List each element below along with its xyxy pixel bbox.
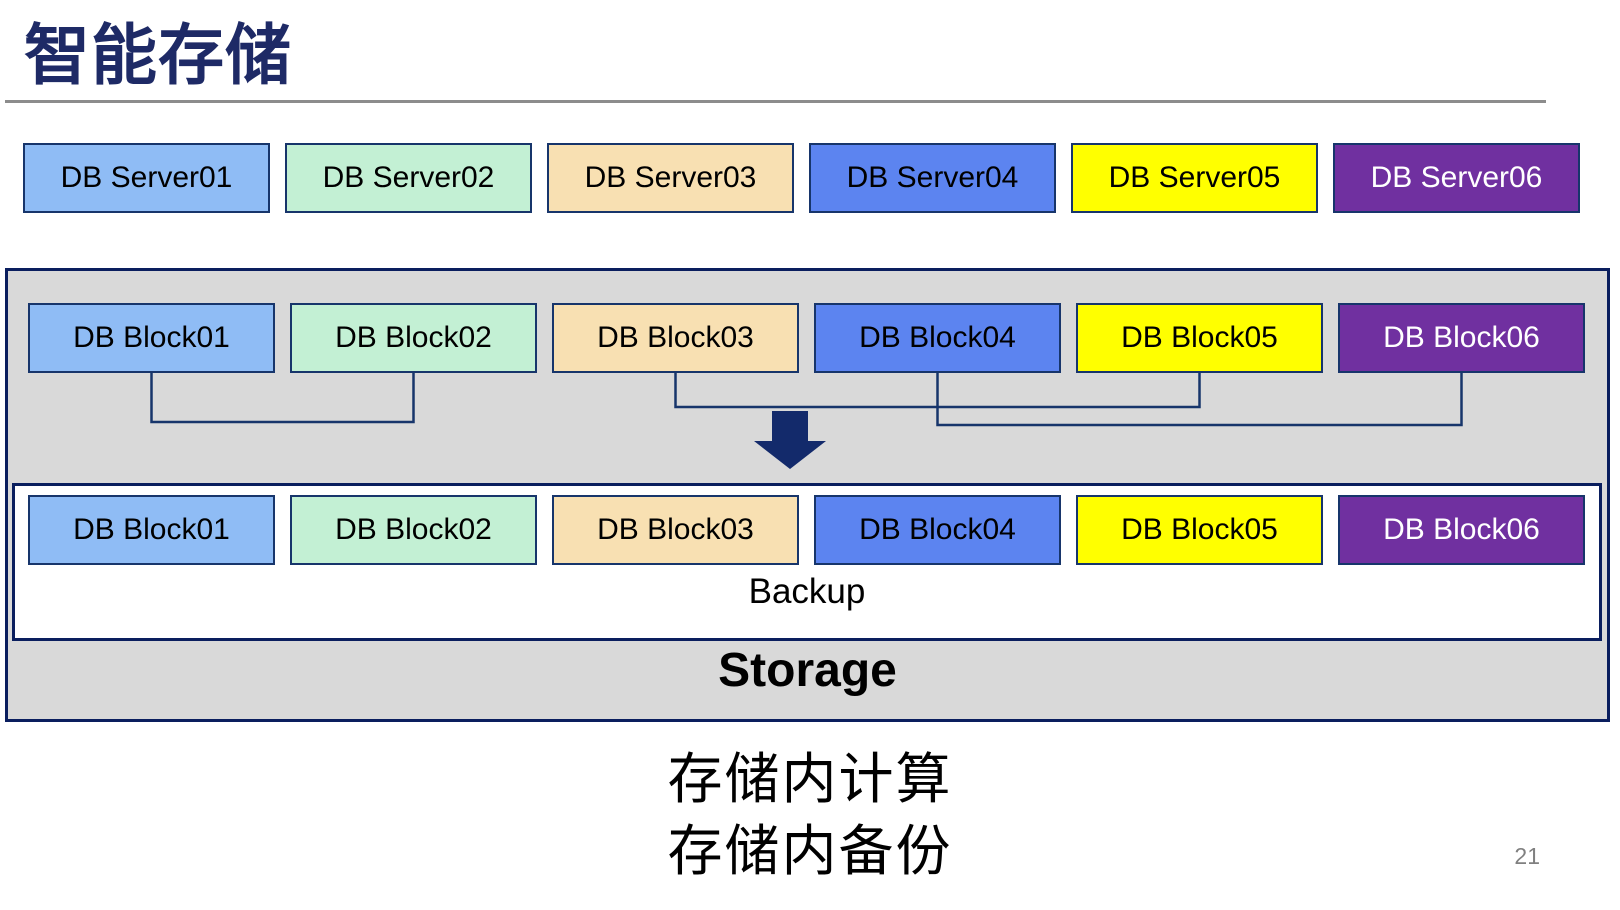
db-block-label: DB Block06 — [1383, 513, 1540, 546]
storage-label: Storage — [718, 644, 897, 697]
db-block-backup-box-1: DB Block01 — [28, 495, 275, 565]
db-block-backup-box-6: DB Block06 — [1338, 495, 1585, 565]
caption-line-2: 存储内备份 — [667, 820, 953, 882]
db-block-label: DB Block04 — [859, 513, 1016, 546]
page-title: 智能存储 — [24, 18, 292, 92]
db-server-label: DB Server02 — [322, 161, 495, 194]
db-block-label: DB Block04 — [859, 321, 1016, 354]
caption-line-1: 存储内计算 — [667, 748, 953, 810]
db-server-box-4: DB Server04 — [809, 143, 1056, 213]
page-number: 21 — [1514, 843, 1540, 869]
db-block-backup-box-4: DB Block04 — [814, 495, 1061, 565]
db-block-label: DB Block05 — [1121, 321, 1278, 354]
db-block-box-5: DB Block05 — [1076, 303, 1323, 373]
db-block-box-3: DB Block03 — [552, 303, 799, 373]
db-block-backup-box-5: DB Block05 — [1076, 495, 1323, 565]
down-arrow-icon — [754, 411, 826, 469]
db-block-label: DB Block06 — [1383, 321, 1540, 354]
db-block-row-source: DB Block01 DB Block02 DB Block03 DB Bloc… — [28, 303, 1585, 373]
db-block-label: DB Block03 — [597, 513, 754, 546]
db-server-label: DB Server03 — [584, 161, 757, 194]
db-server-box-5: DB Server05 — [1071, 143, 1318, 213]
db-block-label: DB Block02 — [335, 513, 492, 546]
db-block-label: DB Block01 — [73, 321, 230, 354]
db-block-label: DB Block02 — [335, 321, 492, 354]
db-server-label: DB Server05 — [1108, 161, 1281, 194]
storage-container: DB Block01 DB Block02 DB Block03 DB Bloc… — [5, 268, 1610, 722]
db-server-box-2: DB Server02 — [285, 143, 532, 213]
db-block-row-backup: DB Block01 DB Block02 DB Block03 DB Bloc… — [28, 495, 1585, 565]
db-server-box-1: DB Server01 — [23, 143, 270, 213]
db-block-box-4: DB Block04 — [814, 303, 1061, 373]
db-block-backup-box-2: DB Block02 — [290, 495, 537, 565]
db-block-label: DB Block03 — [597, 321, 754, 354]
db-block-label: DB Block05 — [1121, 513, 1278, 546]
db-block-label: DB Block01 — [73, 513, 230, 546]
db-block-box-1: DB Block01 — [28, 303, 275, 373]
backup-box: DB Block01 DB Block02 DB Block03 DB Bloc… — [12, 483, 1602, 641]
db-server-label: DB Server04 — [846, 161, 1019, 194]
db-server-label: DB Server01 — [60, 161, 233, 194]
db-server-label: DB Server06 — [1370, 161, 1543, 194]
backup-label: Backup — [748, 572, 866, 611]
db-block-backup-box-3: DB Block03 — [552, 495, 799, 565]
db-server-box-6: DB Server06 — [1333, 143, 1580, 213]
title-divider — [5, 100, 1546, 103]
db-server-box-3: DB Server03 — [547, 143, 794, 213]
db-block-box-6: DB Block06 — [1338, 303, 1585, 373]
db-block-box-2: DB Block02 — [290, 303, 537, 373]
caption: 存储内计算 存储内备份 — [0, 743, 1620, 887]
db-server-row: DB Server01 DB Server02 DB Server03 DB S… — [23, 143, 1580, 213]
